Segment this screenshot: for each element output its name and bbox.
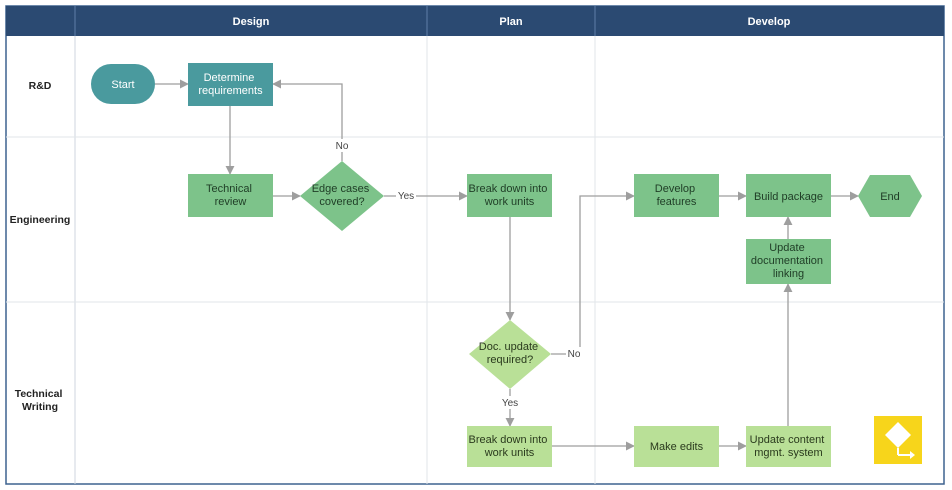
make-edits-label: Make edits (650, 441, 704, 453)
lane-label-technical-writing: Technical Writing (15, 388, 66, 413)
update-cms-label: Update content mgmt. system (750, 434, 828, 459)
lane-label-engineering: Engineering (10, 214, 71, 226)
determine-requirements-node[interactable] (188, 63, 273, 106)
start-node-label: Start (111, 79, 134, 91)
technical-review-node[interactable] (188, 174, 273, 217)
break-down-engineering-node[interactable] (467, 174, 552, 217)
edge-label-no: No (336, 141, 349, 152)
flowchart-logo-icon (874, 416, 922, 464)
develop-features-label: Develop features (655, 183, 698, 208)
break-down-engineering-label: Break down into work units (469, 183, 551, 208)
edge-cases-decision[interactable] (300, 161, 384, 231)
edge-label-no: No (568, 349, 581, 360)
doc-update-decision[interactable] (469, 320, 551, 389)
column-header-design: Design (233, 16, 270, 28)
build-package-node[interactable] (746, 174, 831, 217)
start-node[interactable] (91, 64, 155, 104)
update-documentation-label: Update documentation linking (751, 242, 826, 280)
end-node-label: End (880, 191, 900, 203)
doc-update-label: Doc. update required? (479, 341, 541, 366)
edge-label-yes: Yes (502, 398, 518, 409)
technical-review-label: Technical review (206, 183, 255, 208)
lane-label-rd: R&D (29, 80, 52, 92)
edge-label-yes: Yes (398, 191, 414, 202)
develop-features-node[interactable] (634, 174, 719, 217)
break-down-writing-label: Break down into work units (469, 434, 551, 459)
update-documentation-node[interactable] (746, 239, 831, 284)
update-cms-node[interactable] (746, 426, 831, 467)
build-package-label: Build package (754, 191, 823, 203)
break-down-writing-node[interactable] (467, 426, 552, 467)
column-header-develop: Develop (748, 16, 791, 28)
end-node[interactable] (858, 175, 922, 217)
edge-edgecases-determine-no (272, 79, 343, 161)
edge-cases-label: Edge cases covered? (312, 183, 373, 208)
column-header-plan: Plan (499, 16, 523, 28)
header-band (6, 6, 944, 36)
make-edits-node[interactable] (634, 426, 719, 467)
edge-docupdate-develop-no (551, 191, 635, 355)
determine-requirements-label: Determine requirements (198, 72, 263, 97)
